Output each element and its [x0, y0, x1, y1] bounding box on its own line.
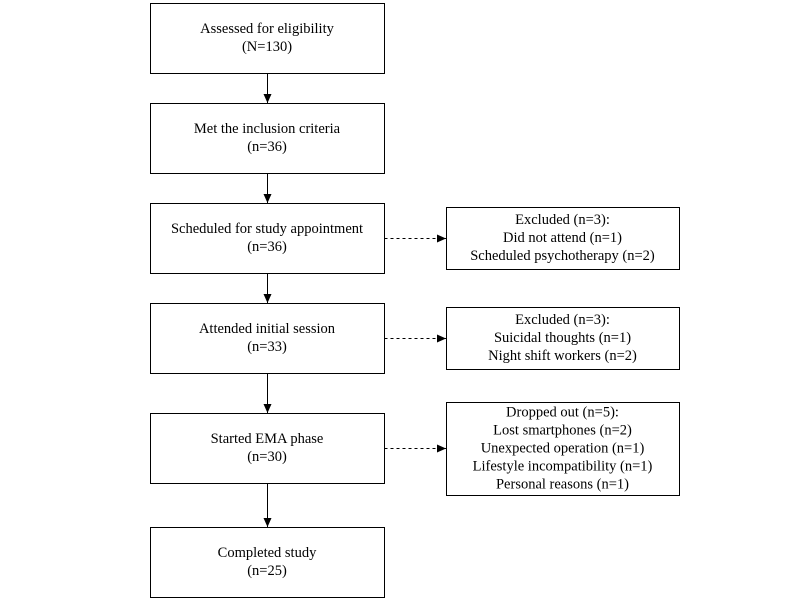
side-box-3: Dropped out (n=5): Lost smartphones (n=2)…	[446, 402, 680, 496]
side-box-3-line-2: Lost smartphones (n=2)	[493, 423, 632, 439]
flow-box-6: Completed study (n=25)	[150, 527, 385, 598]
flow-box-2-line-2: (n=36)	[247, 139, 287, 155]
flow-box-3-line-1: Scheduled for study appointment	[171, 221, 363, 237]
side-box-3-line-5: Personal reasons (n=1)	[496, 477, 629, 493]
flow-box-2-line-1: Met the inclusion criteria	[194, 121, 341, 137]
flow-box-6-line-1: Completed study	[218, 545, 317, 561]
flow-box-4: Attended initial session (n=33)	[150, 303, 385, 374]
flow-box-6-line-2: (n=25)	[247, 563, 287, 579]
side-box-2-line-2: Suicidal thoughts (n=1)	[494, 330, 631, 346]
flow-box-3: Scheduled for study appointment (n=36)	[150, 203, 385, 274]
side-box-3-border	[446, 402, 680, 496]
side-box-2-border	[446, 307, 680, 370]
side-box-2-line-3: Night shift workers (n=2)	[488, 348, 637, 364]
flow-box-2-border	[150, 103, 385, 174]
side-box-1-line-2: Did not attend (n=1)	[503, 230, 622, 246]
flow-box-1-border	[150, 3, 385, 74]
side-box-3-line-1: Dropped out (n=5):	[506, 405, 619, 421]
flow-box-4-line-2: (n=33)	[247, 339, 287, 355]
flow-box-2: Met the inclusion criteria (n=36)	[150, 103, 385, 174]
flow-box-1: Assessed for eligibility (N=130)	[150, 3, 385, 74]
flow-box-5-line-2: (n=30)	[247, 449, 287, 465]
flow-box-4-border	[150, 303, 385, 374]
flow-box-1-line-1: Assessed for eligibility	[200, 21, 334, 37]
flow-box-1-line-2: (N=130)	[242, 39, 292, 55]
side-box-3-line-4: Lifestyle incompatibility (n=1)	[473, 459, 653, 475]
flow-box-3-line-2: (n=36)	[247, 239, 287, 255]
side-box-1: Excluded (n=3): Did not attend (n=1) Sched…	[446, 207, 680, 270]
flow-box-5-border	[150, 413, 385, 484]
side-box-3-line-3: Unexpected operation (n=1)	[481, 441, 645, 457]
flow-box-3-border	[150, 203, 385, 274]
side-box-2-line-1: Excluded (n=3):	[515, 312, 610, 328]
flow-box-5-line-1: Started EMA phase	[211, 431, 324, 447]
flow-box-4-line-1: Attended initial session	[199, 321, 336, 337]
flow-box-6-border	[150, 527, 385, 598]
side-box-1-line-1: Excluded (n=3):	[515, 212, 610, 228]
side-box-2: Excluded (n=3): Suicidal thoughts (n=1) Ni…	[446, 307, 680, 370]
side-box-1-border	[446, 207, 680, 270]
flow-box-5: Started EMA phase (n=30)	[150, 413, 385, 484]
side-box-1-line-3: Scheduled psychotherapy (n=2)	[470, 248, 655, 264]
